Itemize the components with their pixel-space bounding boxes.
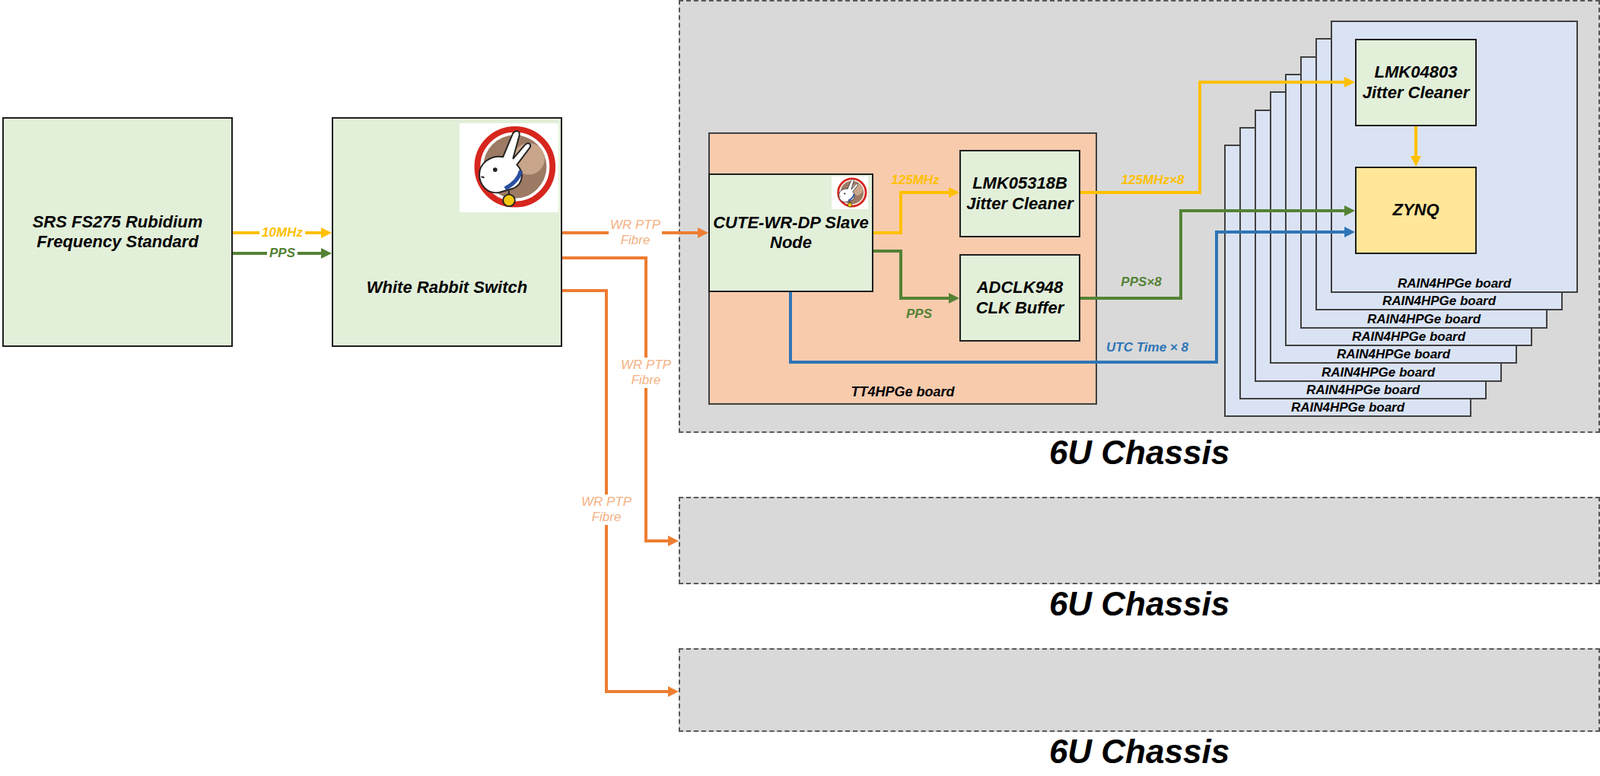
node-label: LMK04803 Jitter Cleaner — [1359, 62, 1473, 103]
device-box: LMK04803 Jitter Cleaner — [1355, 38, 1477, 127]
arrow-head — [697, 227, 709, 239]
signal-label: PPS — [906, 306, 933, 322]
chassis-heading: 6U Chassis — [680, 587, 1599, 621]
signal-line — [1080, 82, 1346, 193]
signal-connector — [1410, 126, 1422, 167]
device-box: CUTE-WR-DP Slave Node — [708, 173, 874, 293]
device-box: LMK05318B Jitter Cleaner — [959, 149, 1081, 238]
node-label: TT4HPGe board — [850, 384, 955, 404]
signal-line — [562, 257, 670, 541]
node-label: White Rabbit Switch — [366, 277, 528, 298]
arrow-head — [1344, 76, 1356, 88]
white-rabbit-logo — [459, 123, 559, 213]
node-label: RAIN4HPGe board — [1351, 329, 1466, 345]
signal-label: UTC Time × 8 — [1106, 340, 1189, 356]
signal-label: 125MHz — [890, 172, 939, 188]
node-label: SRS FS275 Rubidium Frequency Standard — [6, 212, 229, 253]
chassis-heading: 6U Chassis — [680, 734, 1599, 769]
node-label: ZYNQ — [1392, 200, 1439, 220]
arrow-head — [1344, 205, 1356, 217]
chassis-region: 6U Chassis — [678, 496, 1600, 585]
signal-line — [1414, 126, 1418, 158]
chassis-region: 6U ChassisTT4HPGe boardCUTE-WR-DP Slave … — [678, 0, 1600, 433]
arrow-head — [948, 187, 960, 198]
device-box: White Rabbit Switch — [331, 117, 563, 347]
readout-board: RAIN4HPGe board LMK04803 Jitter CleanerZY… — [1330, 20, 1578, 293]
signal-label: 10MHz — [259, 225, 306, 241]
node-label: RAIN4HPGe board — [1397, 276, 1511, 292]
arrow-head — [948, 292, 960, 304]
signal-label: WR PTP Fibre — [608, 217, 662, 249]
chassis-region: 6U Chassis — [678, 648, 1600, 732]
signal-connector — [562, 257, 679, 547]
node-label: RAIN4HPGe board — [1367, 311, 1481, 328]
device-box: SRS FS275 Rubidium Frequency Standard — [2, 117, 233, 347]
signal-label: 125MHz×8 — [1121, 172, 1185, 188]
signal-line — [873, 251, 951, 299]
signal-line — [790, 232, 1346, 363]
arrow-head — [321, 227, 332, 239]
signal-connector — [1080, 76, 1356, 193]
signal-connector — [562, 290, 679, 697]
node-label: ADCLK948 CLK Buffer — [963, 277, 1076, 319]
device-box: ADCLK948 CLK Buffer — [959, 254, 1081, 342]
node-label: RAIN4HPGe board — [1336, 346, 1451, 363]
signal-line — [1080, 210, 1346, 299]
signal-label: WR PTP Fibre — [579, 494, 634, 525]
signal-line — [873, 192, 951, 233]
node-label: RAIN4HPGe board — [1306, 382, 1420, 398]
node-label: LMK05318B Jitter Cleaner — [963, 173, 1076, 214]
arrow-head — [321, 248, 332, 259]
signal-connector — [1080, 205, 1356, 299]
signal-label: PPS — [267, 245, 298, 261]
chassis-heading: 6U Chassis — [680, 435, 1599, 470]
arrow-head — [667, 535, 679, 547]
node-label: CUTE-WR-DP Slave Node — [712, 213, 869, 254]
arrow-head — [667, 686, 679, 697]
arrow-head — [1344, 226, 1356, 238]
signal-connector — [873, 251, 960, 304]
signal-label: PPS×8 — [1120, 274, 1162, 290]
signal-label: WR PTP Fibre — [619, 357, 673, 389]
arrow-head — [1410, 155, 1422, 167]
node-label: RAIN4HPGe board — [1321, 365, 1435, 381]
signal-connector — [790, 226, 1356, 363]
node-label: RAIN4HPGe board — [1291, 400, 1405, 416]
signal-connector — [873, 187, 960, 233]
node-label: RAIN4HPGe board — [1382, 293, 1496, 309]
white-rabbit-logo — [831, 176, 869, 210]
fpga-box: ZYNQ — [1355, 166, 1477, 255]
signal-line — [562, 290, 670, 692]
